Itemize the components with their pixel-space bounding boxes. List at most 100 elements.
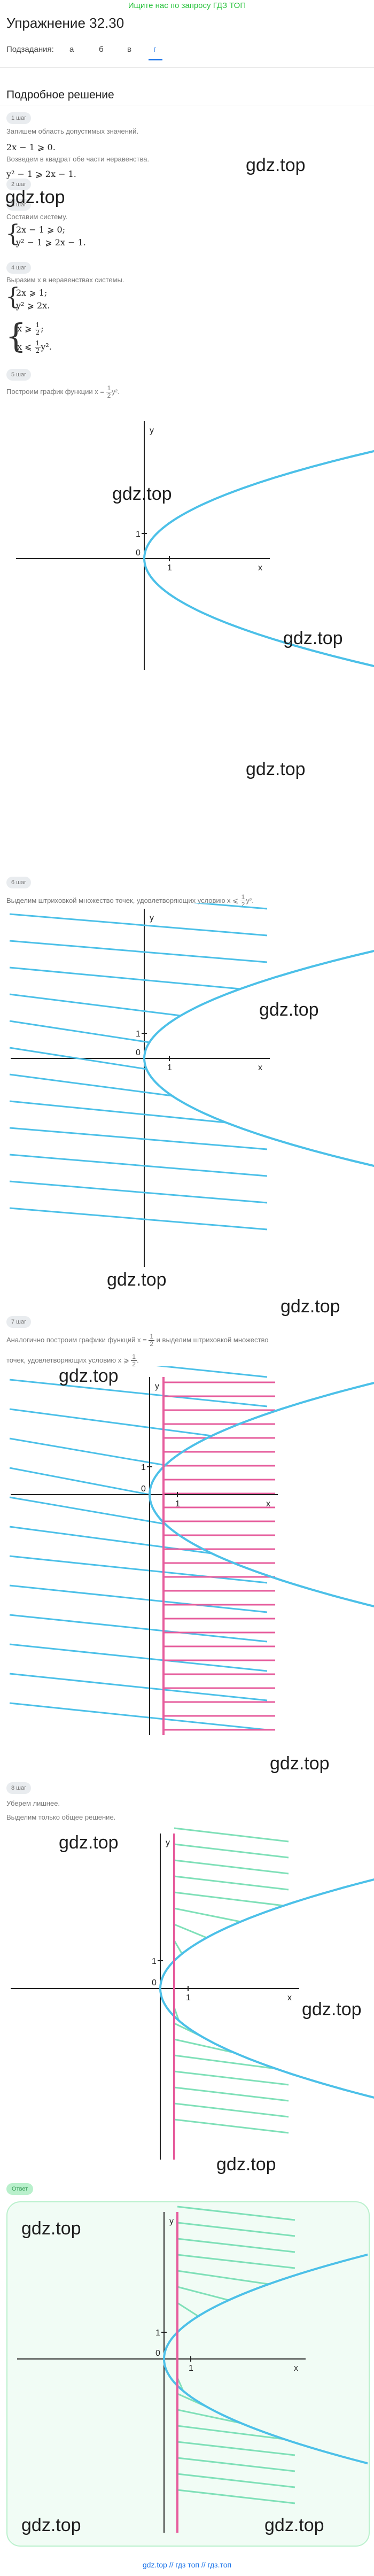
frac-den: 2 [241, 901, 245, 908]
step-badge: 4 шаг [6, 262, 32, 274]
green-hatch-line [177, 2457, 295, 2472]
green-hatch-line [174, 1827, 289, 1843]
subtask-g[interactable]: г [153, 45, 157, 54]
step-text: Выделим только общее решение. [6, 1813, 116, 1821]
footer-links[interactable]: gdz.top // гдз топ // гдз.топ [142, 2560, 232, 2569]
hatch-line [9, 1643, 268, 1672]
watermark: gdz.top [216, 2154, 276, 2175]
y-tick-label: 1 [136, 530, 141, 539]
top-note[interactable]: Ищите нас по запросу ГДЗ ТОП [128, 1, 246, 10]
math-part: y². [41, 342, 52, 352]
hatch-line [9, 1584, 268, 1613]
hatch-line [9, 966, 240, 990]
frac-den: 2 [107, 392, 111, 399]
origin-label: 0 [141, 1484, 146, 1494]
hatch-line [9, 1100, 227, 1124]
origin-label: 0 [136, 1048, 141, 1057]
hatch-line [9, 1379, 268, 1407]
step-text: Выразим x в неравенствах системы. [6, 276, 124, 284]
hatch-line [9, 1437, 166, 1466]
green-hatch-line [177, 2206, 295, 2221]
hatch-line [9, 1702, 268, 1731]
hatch-line [9, 940, 268, 963]
watermark: gdz.top [5, 187, 65, 207]
x-tick-label: 1 [167, 1063, 172, 1072]
green-hatch-line [177, 2409, 241, 2424]
green-hatch-line [174, 1923, 207, 1939]
hatch-line [9, 1047, 147, 1070]
watermark: gdz.top [59, 1832, 119, 1853]
subtask-b[interactable]: б [99, 45, 104, 54]
green-hatch-line [177, 2254, 295, 2269]
math-part: x ⩾ [17, 323, 35, 334]
subtask-v[interactable]: в [127, 45, 131, 54]
active-tab-indicator [149, 59, 162, 60]
hatch-line [9, 993, 181, 1017]
step-text: Возведем в квадрат обе части неравенства… [6, 155, 150, 163]
green-hatch-line [174, 1891, 284, 1907]
step-badge: 7 шаг [6, 1316, 32, 1328]
green-hatch-line [177, 2473, 295, 2488]
y-tick-label: 1 [136, 1030, 141, 1039]
step-badge: 1 шаг [6, 112, 32, 124]
watermark: gdz.top [270, 1753, 330, 1774]
text-part: и выделим штриховкой множество [154, 1335, 269, 1344]
hatch-line [9, 1408, 212, 1437]
step-math: 2x ⩾ 1; [16, 288, 48, 298]
hatch-line [9, 913, 268, 937]
origin-label: 0 [136, 548, 141, 558]
hatch-line [9, 1614, 268, 1643]
green-hatch-line [174, 2054, 276, 2070]
step-math: 2x − 1 ⩾ 0; [16, 225, 66, 235]
x-axis-label: x [258, 1063, 262, 1072]
green-hatch-line [177, 2441, 295, 2456]
x-tick-label: 1 [167, 563, 172, 573]
green-hatch-line [174, 1843, 289, 1859]
math-part: x ⩽ [17, 342, 35, 352]
green-hatch-line [173, 1940, 183, 1954]
hatch-line [9, 1496, 166, 1525]
hatch-line [9, 1467, 150, 1496]
y-tick-label: 1 [152, 1957, 157, 1966]
origin-label: 0 [152, 1978, 157, 1987]
subtask-a[interactable]: а [69, 45, 74, 54]
frac-den: 2 [35, 329, 40, 336]
text-part: точек, удовлетворяющих условию x ⩾ [6, 1356, 131, 1364]
x-tick-label: 1 [186, 1993, 191, 2002]
frac-den: 2 [35, 347, 40, 354]
divider [0, 67, 374, 68]
parabola-curve [159, 1878, 374, 2099]
watermark: gdz.top [246, 155, 306, 175]
text-part: y². [246, 896, 254, 904]
watermark: gdz.top [264, 2515, 324, 2535]
hatch-line [9, 1180, 268, 1204]
system-brace: { [5, 283, 20, 311]
watermark: gdz.top [246, 759, 306, 779]
frac-den: 2 [150, 1340, 154, 1348]
system-brace: { [5, 220, 20, 247]
subtasks-label: Подзадания: [6, 45, 54, 54]
y-axis-label: y [155, 1382, 159, 1391]
text-part: Выделим штриховкой множество точек, удов… [6, 896, 240, 904]
y-axis-label: y [150, 914, 154, 923]
green-hatch-line [174, 2118, 289, 2134]
system-brace: { [5, 316, 27, 355]
y-tick-label: 1 [141, 1463, 146, 1472]
x-axis-label: x [294, 2364, 298, 2373]
step-badge: 3 шаг [6, 199, 32, 211]
green-hatch-line [174, 2038, 235, 2054]
step-badge: 6 шаг [6, 877, 32, 888]
x-axis-label: x [258, 563, 262, 573]
text-part: Аналогично построим графики функций x = [6, 1335, 149, 1344]
green-hatch-line [177, 2302, 199, 2317]
